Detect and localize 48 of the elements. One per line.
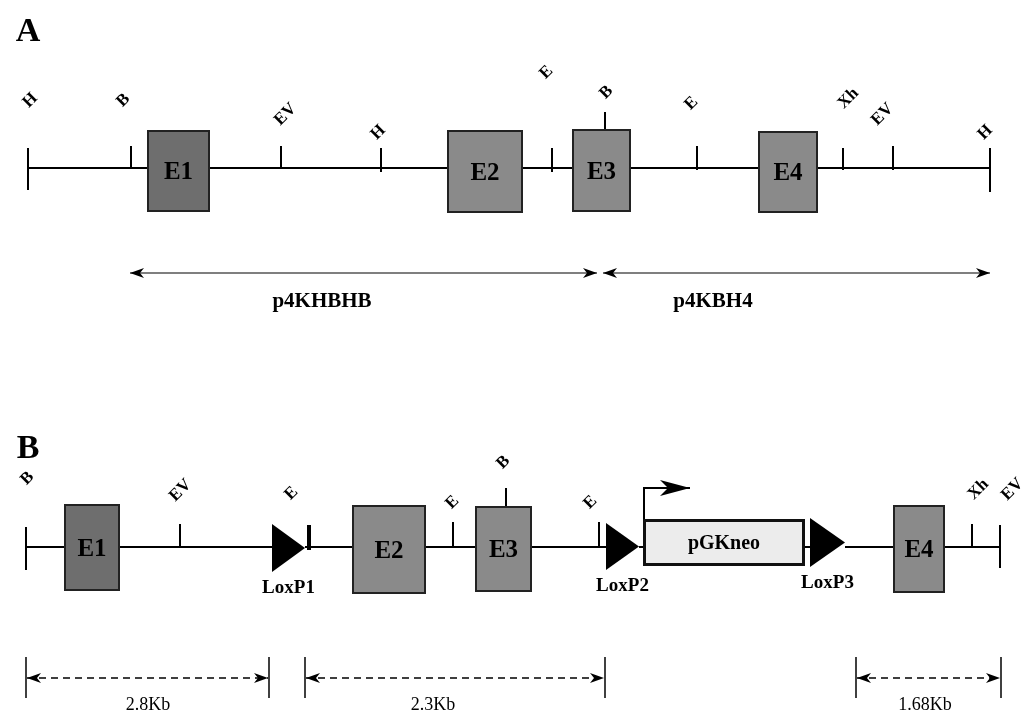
dna-line xyxy=(304,546,353,548)
panel-letter: B xyxy=(16,428,40,466)
site-label: H xyxy=(18,88,42,112)
exon-box: E2 xyxy=(447,130,523,213)
site-label: H xyxy=(366,120,390,144)
dna-line xyxy=(522,167,573,169)
site-label: LoxP1 xyxy=(262,576,315,598)
dna-line xyxy=(630,167,759,169)
clone-label: p4KBH4 xyxy=(673,287,753,313)
site-label: E xyxy=(578,490,602,514)
site-label: Xh xyxy=(963,474,993,504)
site-label: E xyxy=(440,490,464,514)
site-label: EV xyxy=(164,474,196,506)
site-label: LoxP3 xyxy=(801,571,854,593)
site-label: B xyxy=(594,80,618,104)
size-label: 1.68Kb xyxy=(898,693,952,715)
site-label: E xyxy=(534,60,558,84)
dna-line xyxy=(638,546,644,548)
size-label: 2.8Kb xyxy=(125,693,171,715)
exon-box: E2 xyxy=(352,505,426,594)
size-label: 2.3Kb xyxy=(410,693,456,715)
site-label: B xyxy=(491,450,515,474)
dna-line xyxy=(119,546,273,548)
cassette-box: pGKneo xyxy=(643,519,805,566)
dna-line xyxy=(844,546,894,548)
exon-box: E1 xyxy=(64,504,120,591)
dna-line xyxy=(531,546,607,548)
site-label: LoxP2 xyxy=(596,574,649,596)
exon-box: E3 xyxy=(475,506,532,592)
exon-box: E4 xyxy=(893,505,945,593)
site-label: H xyxy=(973,120,997,144)
site-label: B xyxy=(111,88,135,112)
site-label: EV xyxy=(866,98,898,130)
site-label: E xyxy=(679,91,703,115)
exon-box: E3 xyxy=(572,129,631,212)
exon-box: E4 xyxy=(758,131,818,213)
dna-line xyxy=(209,167,448,169)
exon-box: E1 xyxy=(147,130,210,212)
site-label: E xyxy=(279,481,303,505)
site-label: Xh xyxy=(833,83,863,113)
clone-label: p4KHBHB xyxy=(272,287,372,313)
dna-line xyxy=(804,546,811,548)
panel-letter: A xyxy=(15,11,41,49)
site-label: B xyxy=(15,466,39,490)
site-label: EV xyxy=(269,98,301,130)
dna-line xyxy=(425,546,476,548)
promoter-arrow xyxy=(643,480,691,520)
site-label: EV xyxy=(996,473,1028,505)
